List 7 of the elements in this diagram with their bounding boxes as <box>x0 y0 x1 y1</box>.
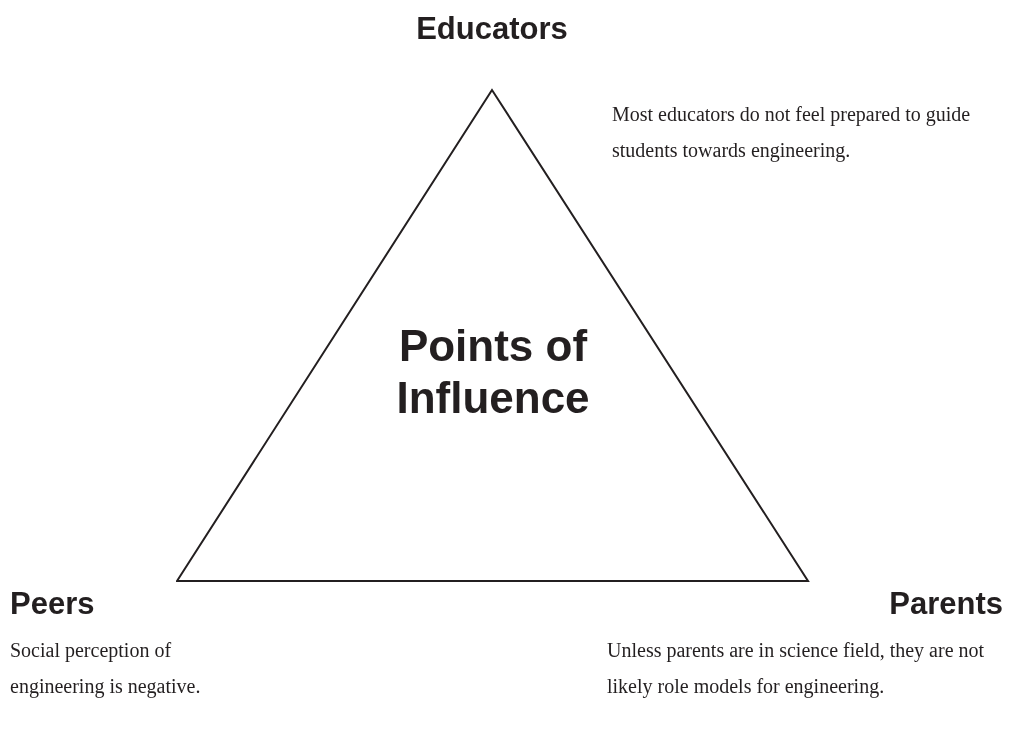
center-title: Points of Influence <box>395 320 591 424</box>
group-heading: Peers <box>10 585 95 623</box>
description-text: Unless parents are in science field, they are not likely role models for engineering. <box>607 638 986 700</box>
description-text: Most educators do not feel prepared to guide students towards engineering. <box>612 102 972 164</box>
group-heading: Parents <box>889 585 1003 623</box>
description-text: Social perception of engineering is negative. <box>10 638 202 700</box>
group-heading: Educators <box>415 10 569 48</box>
